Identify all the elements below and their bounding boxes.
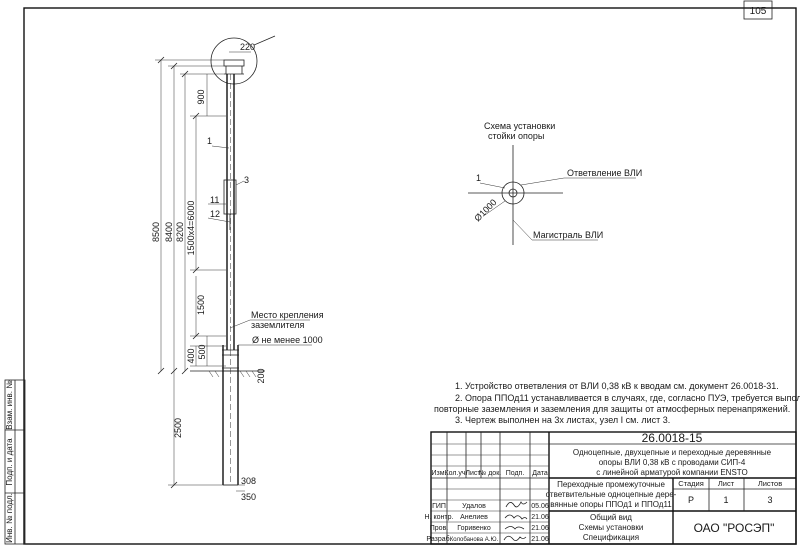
signer-role-2: Пров. bbox=[430, 525, 449, 532]
signature-gip bbox=[505, 501, 528, 508]
scheme-title-line1: Схема установки bbox=[484, 121, 555, 131]
pole-view: 220 bbox=[151, 35, 324, 502]
signature-razrab bbox=[503, 535, 527, 541]
sheet-title-2: Схемы установки bbox=[579, 523, 644, 532]
project-title-2: опоры ВЛИ 0,38 кВ с проводами СИП-4 bbox=[599, 458, 746, 467]
scheme-title-line2: стойки опоры bbox=[488, 131, 544, 141]
dim-8400: 8400 bbox=[164, 222, 174, 242]
col-date: Дата bbox=[532, 470, 548, 477]
sheet-title-1: Общий вид bbox=[590, 513, 632, 522]
col-sign: Подп. bbox=[506, 470, 525, 477]
dim-2500: 2500 bbox=[173, 418, 183, 438]
scheme-main: Магистраль ВЛИ bbox=[533, 230, 603, 240]
company-name: ОАО "РОСЭП" bbox=[694, 521, 775, 535]
side-stamp-replace-inv: Взам. инв. № bbox=[5, 380, 14, 430]
note-1: 1. Устройство ответвления от ВЛИ 0,38 кВ… bbox=[455, 381, 779, 391]
dim-8200: 8200 bbox=[175, 222, 185, 242]
dim-8500: 8500 bbox=[151, 222, 161, 242]
sheet-number: 105 bbox=[750, 6, 767, 17]
signer-date-3: 21.06 bbox=[531, 536, 549, 543]
sheet-title-3: Спецификация bbox=[583, 533, 639, 542]
note-2: 2. Опора ППОд11 устанавливается в случая… bbox=[455, 393, 800, 403]
note-3: 3. Чертеж выполнен на 3х листах, узел I … bbox=[455, 415, 670, 425]
notes-block: 1. Устройство ответвления от ВЛИ 0,38 кВ… bbox=[434, 381, 800, 425]
installation-scheme: Схема установки стойки опоры Ответвление… bbox=[468, 121, 642, 245]
signer-name-2: Горивенко bbox=[457, 525, 491, 532]
sheets-header: Листов bbox=[758, 479, 782, 488]
sheet-frame: 105 bbox=[23, 0, 797, 545]
signer-role-3: Разраб. bbox=[426, 535, 451, 543]
scheme-pos-1: 1 bbox=[476, 173, 481, 183]
signer-date-1: 21.06 bbox=[531, 514, 549, 521]
col-izm: Изм. bbox=[432, 470, 447, 477]
signer-role-1: Н. контр. bbox=[425, 514, 454, 521]
dim-200: 200 bbox=[256, 368, 266, 383]
dim-1500: 1500 bbox=[196, 295, 206, 315]
dim-900: 900 bbox=[196, 89, 206, 104]
pos-3: 3 bbox=[244, 175, 249, 185]
signer-name-1: Анелиев bbox=[460, 514, 488, 521]
note-2-cont: повторные заземления и заземления для за… bbox=[434, 404, 790, 414]
part-title-2: ответвительные одноцепные дере- bbox=[546, 490, 677, 499]
col-kol-uch: Кол.уч. bbox=[445, 470, 468, 477]
signer-date-0: 05.06 bbox=[531, 503, 549, 510]
doc-code: 26.0018-15 bbox=[642, 431, 703, 445]
side-stamp-sign-date: Подп. и дата bbox=[5, 438, 14, 486]
signature-ncontr bbox=[504, 514, 528, 520]
dim-1500x4: 1500x4=6000 bbox=[186, 201, 196, 256]
project-title-1: Одноцепные, двухцепные и переходные дере… bbox=[573, 448, 772, 457]
col-doc: № док. bbox=[479, 470, 501, 477]
signer-date-2: 21.06 bbox=[531, 525, 549, 532]
signer-name-0: Удалов bbox=[462, 503, 486, 510]
part-title-3: вянные опоры ППОд1 и ППОд11 bbox=[550, 500, 672, 509]
signature-prov bbox=[504, 526, 525, 530]
sheet-value: 1 bbox=[723, 495, 728, 505]
side-stamp: Взам. инв. № Подп. и дата Инв. № подл. bbox=[4, 379, 26, 545]
col-list: Лист bbox=[465, 470, 481, 477]
side-stamp-inv-orig: Инв. № подл. bbox=[5, 493, 14, 543]
signer-role-0: ГИП bbox=[432, 503, 446, 510]
project-title-3: с линейной арматурой компании ENSTO bbox=[596, 468, 748, 477]
sheets-value: 3 bbox=[767, 495, 772, 505]
pos-1: 1 bbox=[207, 136, 212, 146]
dim-350: 350 bbox=[241, 492, 256, 502]
signer-name-3: Колобанова А.Ю. bbox=[450, 537, 499, 543]
pos-11: 11 bbox=[210, 195, 219, 205]
part-title-1: Переходные промежуточные bbox=[557, 480, 665, 489]
sheet-header: Лист bbox=[718, 479, 735, 488]
scheme-branch: Ответвление ВЛИ bbox=[567, 168, 642, 178]
diameter-note: Ø не менее 1000 bbox=[252, 335, 323, 345]
earth-note-line1: Место крепления bbox=[251, 310, 324, 320]
stage-header: Стадия bbox=[678, 479, 704, 488]
scheme-diameter: Ø1000 bbox=[472, 197, 498, 223]
earth-note-line2: заземлителя bbox=[251, 320, 305, 330]
dim-220: 220 bbox=[240, 42, 255, 52]
pos-12: 12 bbox=[210, 209, 220, 219]
sheet-number-box bbox=[743, 0, 773, 20]
stage-value: Р bbox=[688, 495, 694, 505]
title-block: Изм. Кол.уч. Лист № док. Подп. Дата ГИП … bbox=[425, 431, 797, 545]
dim-500: 500 bbox=[197, 344, 207, 359]
dim-308: 308 bbox=[241, 476, 256, 486]
dim-400: 400 bbox=[186, 348, 196, 363]
